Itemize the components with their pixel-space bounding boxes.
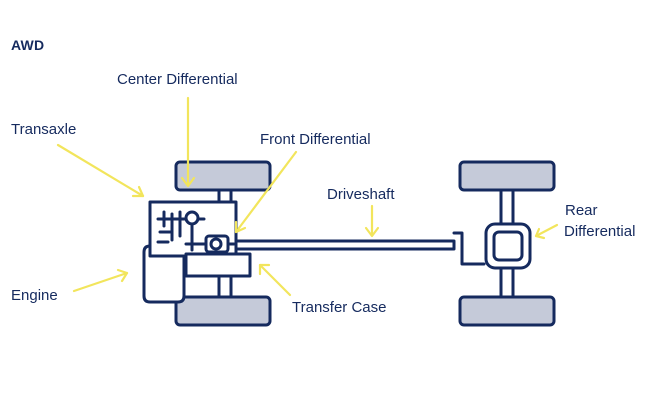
label-center-differential: Center Differential	[117, 71, 238, 88]
arrow-transaxle	[56, 143, 145, 198]
arrow-transfer-case	[258, 263, 292, 297]
label-engine: Engine	[11, 287, 58, 304]
callout-arrows	[56, 96, 559, 297]
arrow-front-differential	[234, 150, 298, 234]
driveshaft	[234, 239, 456, 251]
front-differential-gear	[209, 237, 223, 251]
arrow-engine	[72, 271, 129, 293]
arrow-rear-differential	[534, 223, 559, 238]
label-rear: Rear	[565, 202, 598, 219]
rear-differential-core	[492, 230, 524, 262]
rear-right-wheel	[458, 295, 556, 327]
transfer-case	[184, 252, 252, 278]
label-front-differential: Front Differential	[260, 131, 371, 148]
rear-axle-lower-shaft	[499, 264, 515, 300]
label-differential: Differential	[564, 223, 636, 240]
front-left-wheel	[174, 160, 272, 192]
driveshaft-coupling	[452, 231, 486, 266]
front-right-wheel	[174, 295, 272, 327]
rear-left-wheel	[458, 160, 556, 192]
center-differential-gear	[184, 210, 200, 226]
label-transfer-case: Transfer Case	[292, 299, 387, 316]
label-driveshaft: Driveshaft	[327, 186, 395, 203]
label-transaxle: Transaxle	[11, 121, 77, 138]
diagram-title: AWD	[11, 37, 45, 53]
